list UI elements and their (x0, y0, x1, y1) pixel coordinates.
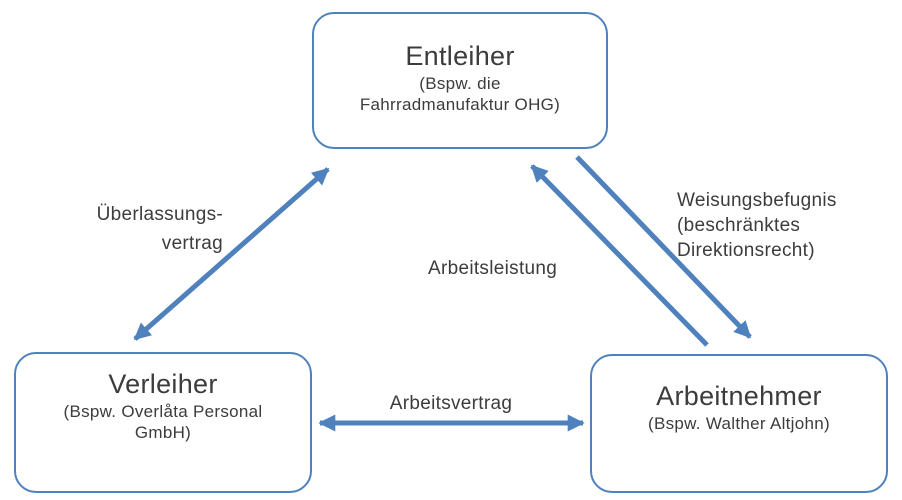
arrow-ueberlassungsvertrag (133, 167, 330, 341)
node-entleiher-subtitle-line1: (Bspw. die (419, 74, 501, 93)
edge-label-weisungsbefugnis-line3: Direktionsrecht) (677, 240, 815, 261)
node-arbeitnehmer-title: Arbeitnehmer (656, 381, 822, 411)
edge-label-ueberlassungsvertrag-line2: vertrag (161, 233, 223, 254)
node-entleiher-subtitle-line2: Fahrradmanufaktur OHG) (359, 95, 561, 114)
node-verleiher: Verleiher (Bspw. Overlåta Personal GmbH) (14, 352, 312, 493)
edge-label-arbeitsleistung-line1: Arbeitsleistung (428, 258, 558, 279)
node-verleiher-subtitle-line1: (Bspw. Overlåta Personal (63, 402, 263, 421)
edge-label-arbeitsvertrag: Arbeitsvertrag (312, 391, 590, 417)
edge-label-ueberlassungsvertrag-line1: Überlassungs- (96, 204, 223, 225)
node-arbeitnehmer-subtitle-line1: (Bspw. Walther Altjohn) (647, 414, 830, 433)
node-verleiher-title: Verleiher (108, 369, 218, 399)
node-entleiher-title: Entleiher (405, 41, 515, 71)
node-entleiher: Entleiher (Bspw. die Fahrradmanufaktur O… (312, 12, 608, 149)
edge-label-ueberlassungsvertrag: Überlassungs- vertrag (23, 200, 223, 258)
edge-label-weisungsbefugnis-line2: (beschränktes (677, 215, 801, 236)
node-verleiher-subtitle-line2: GmbH) (134, 423, 192, 442)
arrow-arbeitsleistung (530, 164, 709, 347)
edge-label-arbeitsleistung: Arbeitsleistung (428, 256, 557, 282)
arrow-weisungsbefugnis (575, 155, 752, 339)
edge-label-weisungsbefugnis-line1: Weisungsbefugnis (677, 190, 837, 211)
edge-label-arbeitsvertrag-line1: Arbeitsvertrag (389, 393, 513, 414)
node-arbeitnehmer: Arbeitnehmer (Bspw. Walther Altjohn) (590, 354, 888, 493)
edge-label-weisungsbefugnis: Weisungsbefugnis (beschränktes Direktion… (677, 188, 837, 263)
